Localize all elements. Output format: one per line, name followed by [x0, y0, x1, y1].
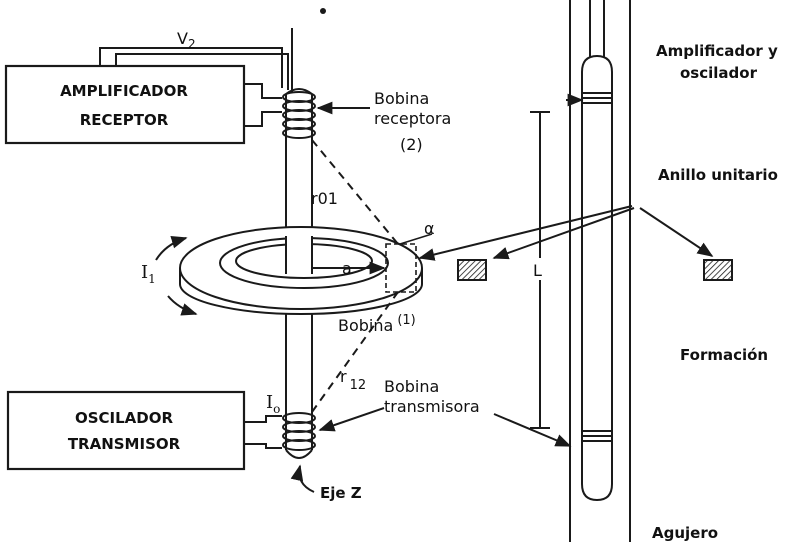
- receiver-coil-windings: [282, 91, 316, 139]
- rod-over-ring: [286, 236, 312, 276]
- receiver-coil-label-2: receptora: [374, 109, 451, 128]
- transmit-coil-arrow-right: [493, 413, 572, 447]
- oscillator-label-1: OSCILADOR: [75, 409, 174, 427]
- transmitter-coil-windings: [282, 412, 316, 451]
- unit-ring-label: Anillo unitario: [658, 166, 778, 184]
- amplifier-coil-leads: [244, 83, 282, 127]
- hole-label: Agujero: [652, 524, 718, 542]
- radius-a-label: a: [342, 259, 352, 278]
- v2-label: V2: [177, 29, 196, 51]
- i0-label: Io: [266, 392, 280, 416]
- i1-label: I1: [141, 262, 156, 286]
- dot-mark: [320, 8, 326, 14]
- z-axis-arrow: [290, 464, 315, 493]
- sonde-right-top-coil: [583, 92, 611, 104]
- alpha-label: α: [424, 219, 435, 238]
- alpha-line: [399, 233, 433, 245]
- transmit-coil-arrow: [318, 407, 385, 432]
- amplifier-label-1: AMPLIFICADOR: [60, 82, 188, 100]
- oscillator-coil-leads: [244, 415, 282, 449]
- z-axis-label: Eje Z: [320, 484, 362, 502]
- oscillator-label-2: TRANSMISOR: [68, 435, 181, 453]
- r01-label: r01: [311, 189, 338, 208]
- i1-arrow-bottom: [167, 295, 198, 316]
- formation-label: Formación: [680, 346, 768, 364]
- transmit-coil-label-1: Bobina: [384, 377, 439, 396]
- oscillator-transmitter-box: [6, 390, 246, 471]
- distance-lines: [311, 139, 399, 413]
- borehole-walls: [569, 0, 631, 542]
- transmit-coil-label-2: transmisora: [384, 397, 480, 416]
- i1-arrow-top: [155, 236, 188, 261]
- v2-wiring: [99, 28, 293, 92]
- amplifier-receiver-box: [4, 64, 246, 145]
- receiver-coil-label-3: (2): [400, 135, 423, 154]
- amp-osc-label-2: oscilador: [680, 64, 758, 82]
- L-label: L: [533, 261, 542, 280]
- unit-ring-arrows: [418, 205, 714, 261]
- amp-osc-label-1: Amplificador y: [656, 42, 778, 60]
- unit-ring-left: [457, 259, 487, 281]
- receiver-coil-label-1: Bobina: [374, 89, 429, 108]
- sonde-right: [581, 0, 613, 502]
- L-label-bg: [530, 258, 550, 280]
- ring-section-marker: [385, 243, 417, 293]
- sonde-right-bottom-coil: [583, 430, 611, 442]
- amplifier-label-2: RECEPTOR: [80, 111, 169, 129]
- coil1-label: Bobina(1): [338, 313, 416, 335]
- unit-ring-right: [703, 259, 733, 281]
